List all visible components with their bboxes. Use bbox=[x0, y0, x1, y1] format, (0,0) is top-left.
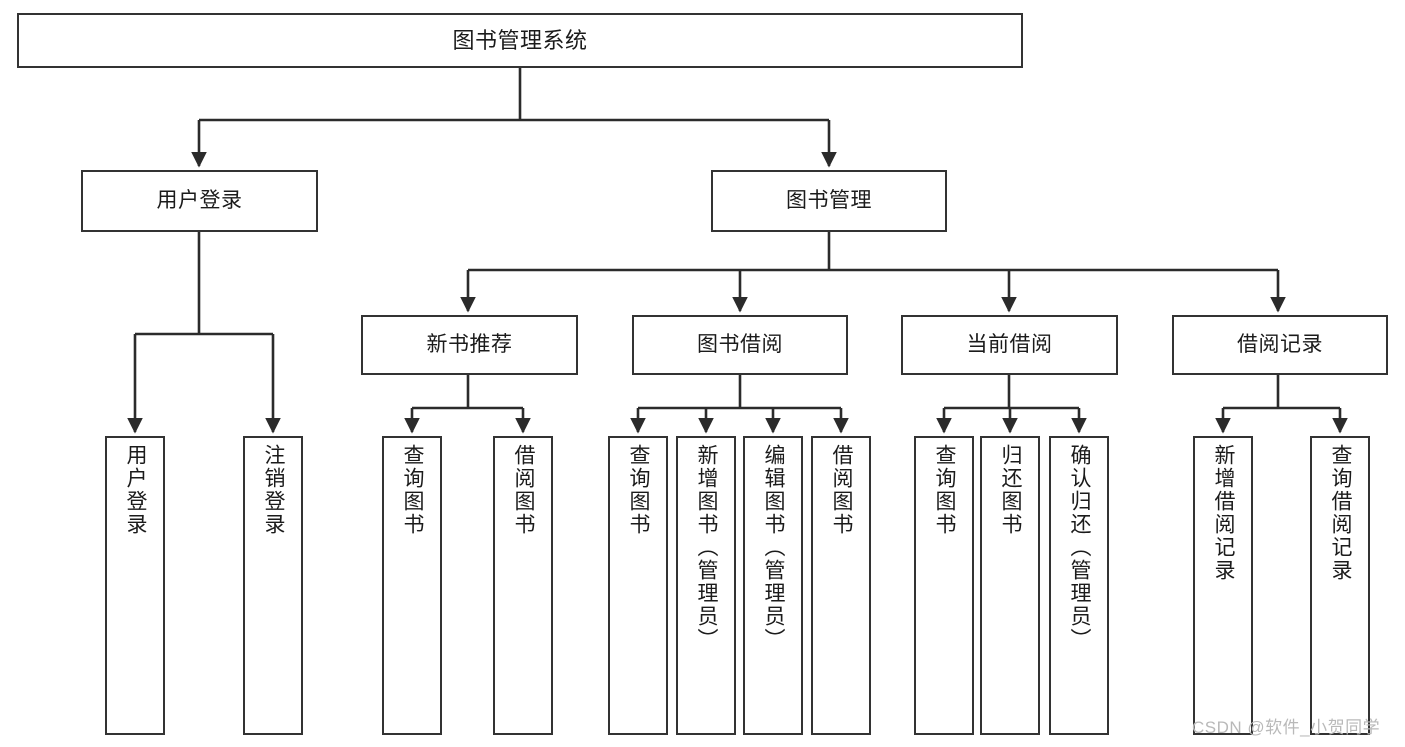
node-label: 图书管理系统 bbox=[452, 27, 588, 53]
node-label: 新增图书（管理员） bbox=[695, 444, 719, 651]
node-label: 借阅图书 bbox=[830, 444, 854, 536]
node-label: 新增借阅记录 bbox=[1212, 444, 1236, 582]
node-leaf-add-book[interactable]: 新增图书（管理员） bbox=[676, 436, 736, 735]
node-label: 归还图书 bbox=[999, 444, 1023, 536]
node-label: 查询图书 bbox=[627, 444, 651, 536]
node-label: 用户登录 bbox=[124, 444, 148, 536]
node-label: 查询图书 bbox=[933, 444, 957, 536]
node-label: 借阅记录 bbox=[1237, 332, 1323, 356]
node-label: 用户登录 bbox=[156, 188, 243, 212]
node-label: 图书管理 bbox=[786, 188, 872, 212]
node-label: 图书借阅 bbox=[697, 332, 783, 356]
node-leaf-logout[interactable]: 注销登录 bbox=[243, 436, 303, 735]
node-borrow-record[interactable]: 借阅记录 bbox=[1172, 315, 1388, 375]
node-label: 当前借阅 bbox=[966, 332, 1053, 356]
node-user-login[interactable]: 用户登录 bbox=[81, 170, 318, 232]
node-new-book-recommend[interactable]: 新书推荐 bbox=[361, 315, 578, 375]
node-leaf-borrow-book-2[interactable]: 借阅图书 bbox=[811, 436, 871, 735]
node-leaf-return-book[interactable]: 归还图书 bbox=[980, 436, 1040, 735]
watermark-text: CSDN @软件_小贺同学 bbox=[1192, 718, 1381, 737]
node-root-book-management-system[interactable]: 图书管理系统 bbox=[17, 13, 1023, 68]
node-leaf-confirm-return[interactable]: 确认归还（管理员） bbox=[1049, 436, 1109, 735]
node-leaf-query-record[interactable]: 查询借阅记录 bbox=[1310, 436, 1370, 735]
node-label: 借阅图书 bbox=[512, 444, 536, 536]
node-leaf-borrow-book-1[interactable]: 借阅图书 bbox=[493, 436, 553, 735]
node-leaf-query-book-1[interactable]: 查询图书 bbox=[382, 436, 442, 735]
node-book-management[interactable]: 图书管理 bbox=[711, 170, 947, 232]
node-label: 确认归还（管理员） bbox=[1068, 444, 1092, 651]
node-label: 注销登录 bbox=[262, 444, 286, 536]
node-book-borrow[interactable]: 图书借阅 bbox=[632, 315, 848, 375]
node-label: 查询借阅记录 bbox=[1329, 444, 1353, 582]
node-label: 新书推荐 bbox=[426, 332, 513, 356]
node-label: 编辑图书（管理员） bbox=[762, 444, 786, 651]
node-leaf-query-book-3[interactable]: 查询图书 bbox=[914, 436, 974, 735]
node-leaf-add-record[interactable]: 新增借阅记录 bbox=[1193, 436, 1253, 735]
node-leaf-edit-book[interactable]: 编辑图书（管理员） bbox=[743, 436, 803, 735]
node-leaf-user-login[interactable]: 用户登录 bbox=[105, 436, 165, 735]
node-leaf-query-book-2[interactable]: 查询图书 bbox=[608, 436, 668, 735]
node-label: 查询图书 bbox=[401, 444, 425, 536]
node-current-borrow[interactable]: 当前借阅 bbox=[901, 315, 1118, 375]
